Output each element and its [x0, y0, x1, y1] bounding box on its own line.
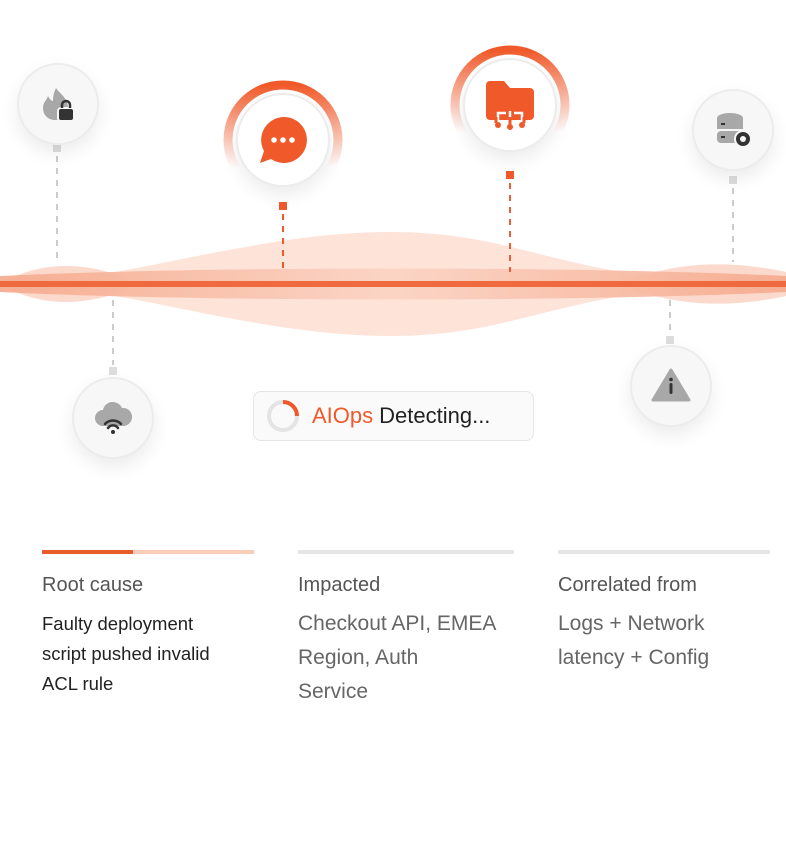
- card-correlated: Correlated from Logs + Network latency +…: [558, 550, 770, 675]
- fire-lock-node[interactable]: [17, 63, 99, 145]
- card-line: Service: [298, 680, 369, 703]
- card-line: ACL rule: [42, 673, 114, 694]
- cloud-wifi-icon: [95, 401, 133, 434]
- chat-node[interactable]: [236, 93, 330, 187]
- card-line: latency + Config: [558, 646, 710, 669]
- connector-lines: [53, 144, 737, 375]
- warning-icon: [651, 368, 691, 402]
- card-title: Correlated from: [558, 574, 697, 596]
- card-line: script pushed invalid: [42, 643, 210, 664]
- chat-bubble-icon: [260, 116, 307, 163]
- database-gear-icon: [717, 113, 752, 148]
- fire-lock-icon: [43, 88, 75, 122]
- card-impacted: Impacted Checkout API, EMEA Region, Auth…: [298, 550, 514, 709]
- card-divider: [558, 550, 770, 554]
- card-line: Faulty deployment: [42, 613, 194, 634]
- card-line: Region, Auth: [298, 646, 419, 669]
- card-line: Checkout API, EMEA: [298, 612, 497, 635]
- card-divider: [298, 550, 514, 554]
- root-cause-progress: [42, 550, 254, 554]
- status-pill: AIOps Detecting...: [253, 391, 534, 441]
- folder-network-icon: [486, 81, 534, 130]
- card-title: Root cause: [42, 574, 144, 596]
- folder-network-node[interactable]: [463, 58, 557, 152]
- status-brand: AIOps: [312, 403, 374, 428]
- cloud-wifi-node[interactable]: [72, 377, 154, 459]
- card-root-cause: Root cause Faulty deployment script push…: [42, 550, 254, 699]
- warning-node[interactable]: [630, 345, 712, 427]
- status-text: Detecting...: [379, 403, 491, 428]
- card-line: Logs + Network: [558, 612, 705, 635]
- loading-spinner-icon: [267, 400, 299, 432]
- database-gear-node[interactable]: [692, 89, 774, 171]
- card-title: Impacted: [298, 574, 381, 596]
